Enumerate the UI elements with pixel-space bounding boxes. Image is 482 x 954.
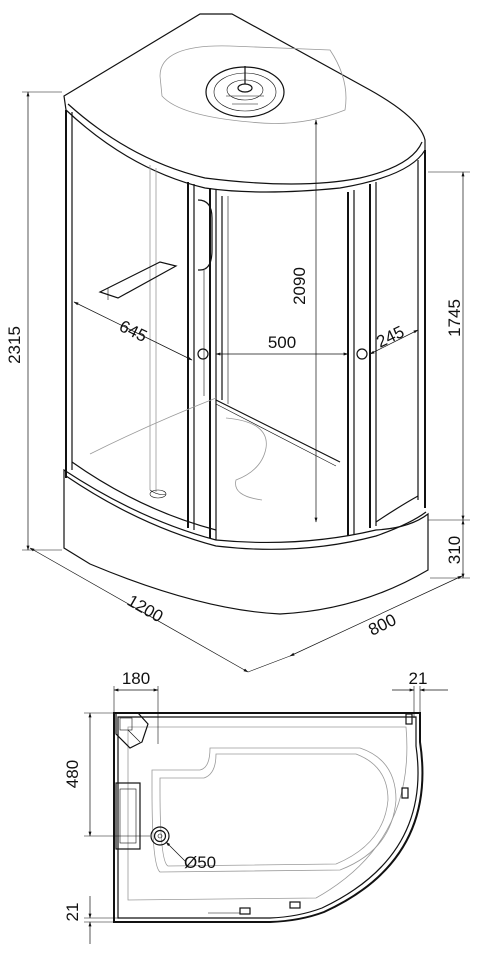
dimension-drain: Ø50 (165, 841, 216, 872)
wall-height-label: 1745 (445, 299, 464, 337)
shower-tray-plan-view (113, 712, 424, 923)
cabin-frame (65, 110, 426, 540)
total-height-label: 2315 (5, 326, 24, 364)
dimension-door-width: 500 (215, 333, 349, 356)
side-panel-label: 645 (116, 317, 150, 347)
corner-width-label: 245 (373, 322, 407, 352)
dimension-top-left: 180 (113, 669, 159, 744)
top-left-offset-label: 180 (122, 669, 150, 688)
dimension-total-height: 2315 (5, 91, 62, 551)
width-label: 800 (365, 610, 399, 640)
seat-panel (115, 782, 141, 850)
bottom-offset-label: 21 (63, 903, 82, 922)
dimension-length: 1200 (29, 547, 291, 673)
dimension-side-panel: 645 (73, 301, 193, 361)
basin-outline (151, 747, 397, 873)
plan-outline (113, 712, 424, 923)
length-label: 1200 (124, 591, 166, 626)
cabin-height-label: 2090 (290, 267, 309, 305)
dimension-top-right: 21 (392, 669, 448, 718)
corner-fitting-icon (115, 712, 149, 749)
door-rollers-icon (208, 713, 413, 915)
left-side-offset-label: 480 (63, 760, 82, 788)
dimension-width: 800 (289, 575, 463, 657)
dimension-bottom: 21 (63, 896, 118, 944)
dimension-cabin-height: 2090 (290, 119, 318, 523)
drain-icon (150, 826, 170, 846)
drain-diameter-label: Ø50 (184, 853, 216, 872)
tray-height-label: 310 (445, 536, 464, 564)
dimension-left-side: 480 (63, 712, 150, 837)
roof-outline (63, 13, 426, 193)
dimension-wall-height: 1745 (428, 171, 470, 521)
door-width-label: 500 (268, 333, 296, 352)
top-right-offset-label: 21 (409, 669, 428, 688)
dimension-corner-width: 245 (369, 322, 419, 355)
roof-dome (159, 45, 347, 124)
rain-shower-head-icon (205, 66, 285, 118)
roof-rim (67, 103, 423, 185)
dimension-tray-height: 310 (430, 519, 470, 579)
shower-cabin-3d-view (63, 13, 429, 615)
